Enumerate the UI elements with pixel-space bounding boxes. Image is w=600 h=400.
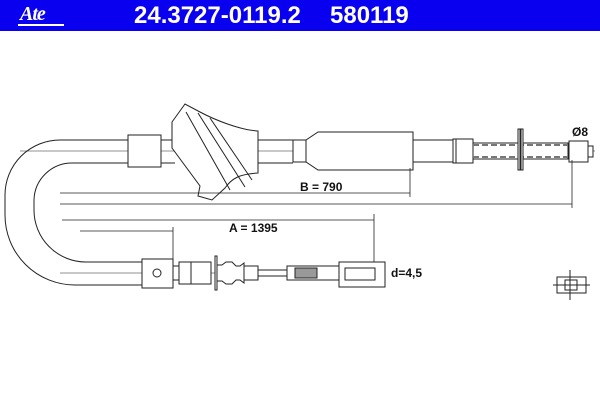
dimension-a-label: A = 1395 — [229, 221, 278, 235]
dimension-lines — [60, 160, 573, 262]
wire-diameter-label: d=4,5 — [391, 266, 422, 280]
ate-logo: Ate — [18, 3, 64, 26]
tube — [292, 131, 414, 171]
end-view-icon — [553, 270, 590, 300]
threaded-rod — [472, 128, 569, 171]
cable-segment — [412, 139, 454, 163]
header-bar: Ate 24.3727-0119.2 580119 — [0, 0, 600, 31]
diameter-label: Ø8 — [572, 125, 588, 139]
dimension-b-label: B = 790 — [300, 180, 343, 194]
bottom-end-assembly — [141, 255, 386, 291]
nut — [455, 138, 474, 164]
end-fitting — [568, 140, 594, 163]
grommet — [171, 103, 259, 201]
sleeve — [127, 134, 162, 168]
ref-number: 580119 — [330, 2, 409, 29]
part-number: 24.3727-0119.2 — [134, 2, 301, 29]
